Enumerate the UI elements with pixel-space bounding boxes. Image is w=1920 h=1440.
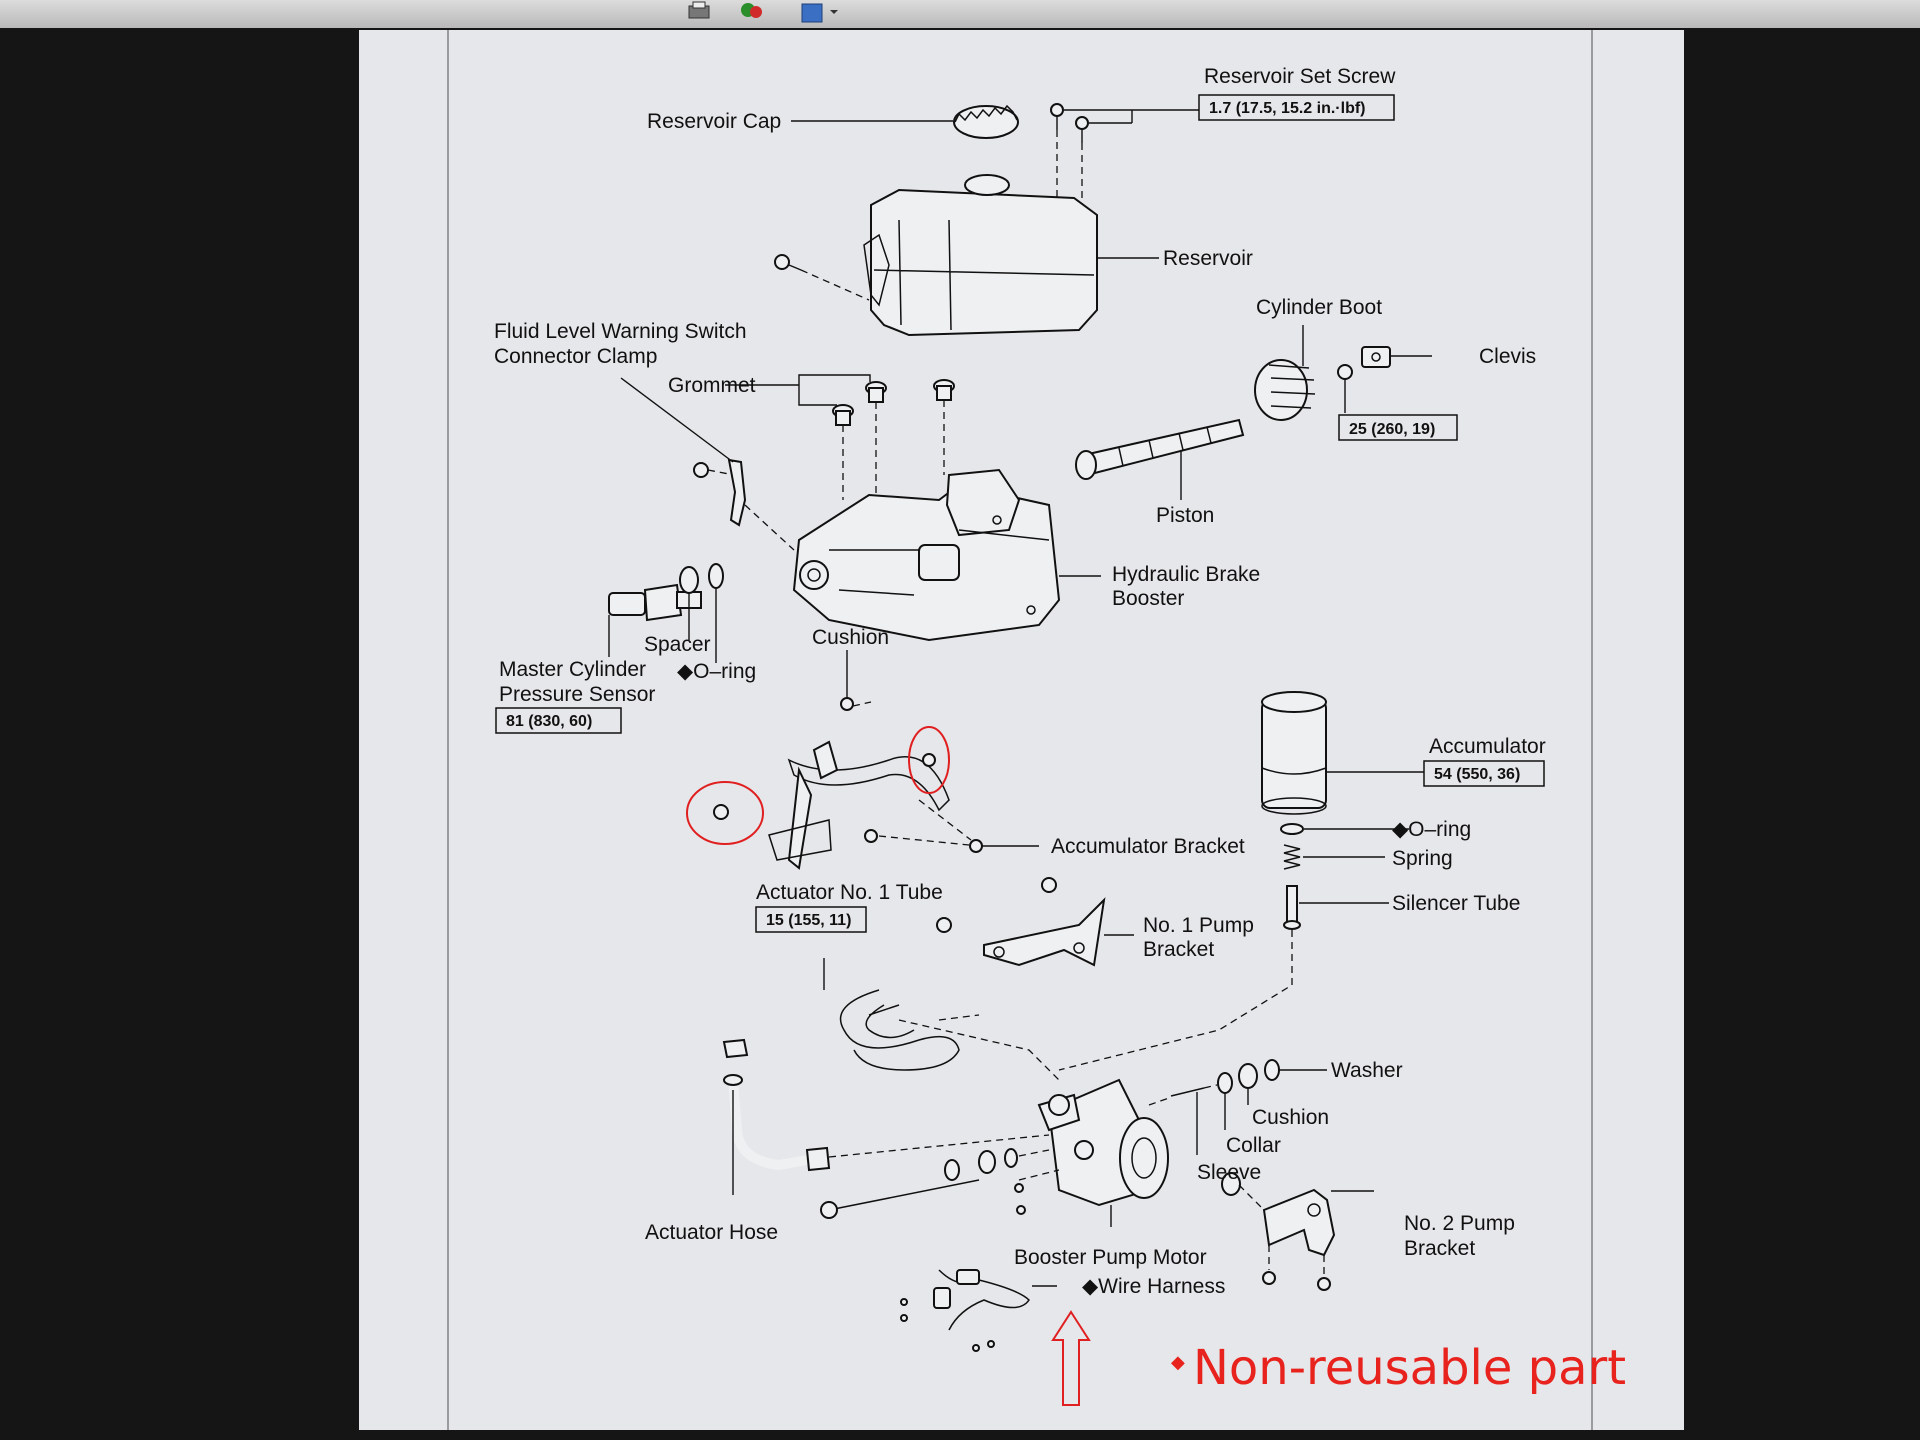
torque-box-actuator-tube (755, 906, 867, 933)
label-pump-bracket-1-2: Bracket (1143, 938, 1214, 961)
label-spring: Spring (1392, 847, 1453, 870)
highlight-circle-right (908, 726, 950, 794)
spring-drawing (1283, 844, 1301, 870)
label-reservoir-set-screw: Reservoir Set Screw (1204, 65, 1396, 88)
cushion-lower-drawing (1238, 1063, 1258, 1089)
motor-long-bolt-drawing (828, 1179, 980, 1211)
page-right-rule (1591, 30, 1593, 1430)
reservoir-set-screws-drawing (1050, 103, 1089, 143)
actuator-hose-drawing (722, 1038, 831, 1172)
o-ring-lower-drawing (1280, 823, 1304, 835)
label-pump-bracket-1-1: No. 1 Pump (1143, 914, 1254, 937)
document-page: Reservoir Set Screw 1.7 (17.5, 15.2 in.·… (359, 30, 1684, 1430)
actuator-tube-drawing (839, 989, 960, 1071)
annotation-bullet: ◆ (1171, 1352, 1185, 1373)
pump-bracket-2-drawing (1262, 1188, 1336, 1257)
label-reservoir-cap: Reservoir Cap (647, 110, 781, 133)
label-accumulator-bracket: Accumulator Bracket (1051, 835, 1245, 858)
label-hydraulic-brake-booster-1: Hydraulic Brake (1112, 563, 1260, 586)
label-pump-bracket-2-2: Bracket (1404, 1237, 1475, 1260)
save-icon[interactable] (800, 0, 838, 24)
annotation-non-reusable-part: Non-reusable part (1193, 1340, 1626, 1396)
reservoir-drawing (863, 174, 1098, 337)
label-washer: Washer (1331, 1059, 1403, 1082)
torque-reservoir-set-screw: 1.7 (17.5, 15.2 in.·lbf) (1209, 100, 1366, 117)
torque-box-accumulator (1423, 760, 1545, 787)
label-master-cylinder-1: Master Cylinder (499, 658, 646, 681)
label-cushion-upper: Cushion (812, 626, 889, 649)
viewer-toolbar (0, 0, 1920, 28)
silencer-tube-drawing (1283, 885, 1301, 930)
pressure-sensor-drawing (608, 583, 702, 622)
label-spacer: Spacer (644, 633, 711, 656)
sleeve-drawing (1170, 1087, 1205, 1097)
collar-drawing (1217, 1072, 1233, 1094)
wire-harness-drawing (900, 1269, 1030, 1352)
label-o-ring-lower: ◆O–ring (1392, 818, 1471, 841)
label-actuator-tube: Actuator No. 1 Tube (756, 881, 943, 904)
label-clevis: Clevis (1479, 345, 1536, 368)
torque-box-clevis (1338, 414, 1458, 441)
bracket-bolt-right-drawing (922, 753, 936, 767)
label-fluid-level-switch-1: Fluid Level Warning Switch (494, 320, 747, 343)
hydraulic-brake-booster-drawing (792, 468, 1061, 642)
torque-master-cylinder: 81 (830, 60) (506, 713, 592, 730)
washer-drawing (1264, 1059, 1280, 1081)
o-ring-upper-drawing (708, 563, 724, 589)
label-booster-pump-motor: Booster Pump Motor (1014, 1246, 1207, 1269)
label-actuator-hose: Actuator Hose (645, 1221, 778, 1244)
torque-clevis: 25 (260, 19) (1349, 421, 1435, 438)
page-left-rule (447, 30, 449, 1430)
label-grommet: Grommet (668, 374, 756, 397)
label-cushion-lower: Cushion (1252, 1106, 1329, 1129)
connector-clamp-drawing (693, 458, 747, 527)
spacer-drawing (679, 566, 699, 594)
highlight-circle-left (686, 781, 764, 845)
bracket-bolt-left-drawing (713, 804, 729, 820)
accumulator-drawing (1261, 691, 1327, 815)
reservoir-cap-drawing (953, 104, 1019, 139)
piston-drawing (1075, 418, 1245, 480)
label-o-ring-upper: ◆O–ring (677, 660, 756, 683)
grommets-drawing (832, 379, 955, 426)
label-sleeve: Sleeve (1197, 1161, 1261, 1184)
label-master-cylinder-2: Pressure Sensor (499, 683, 655, 706)
torque-actuator-tube: 15 (155, 11) (766, 912, 851, 929)
label-hydraulic-brake-booster-2: Booster (1112, 587, 1184, 610)
label-collar: Collar (1226, 1134, 1281, 1157)
annotation-arrow (1051, 1310, 1091, 1406)
torque-box-reservoir-set-screw (1198, 94, 1395, 121)
torque-accumulator: 54 (550, 36) (1434, 766, 1520, 783)
label-silencer-tube: Silencer Tube (1392, 892, 1520, 915)
booster-pump-motor-drawing (1037, 1078, 1169, 1207)
exploded-parts-diagram: Reservoir Set Screw 1.7 (17.5, 15.2 in.·… (494, 65, 1626, 1406)
reservoir-side-screw-drawing (774, 254, 802, 271)
label-accumulator: Accumulator (1429, 735, 1546, 758)
cylinder-boot-drawing (1254, 359, 1316, 421)
label-wire-harness: ◆Wire Harness (1082, 1275, 1225, 1298)
color-tool-icon[interactable] (738, 0, 766, 24)
label-piston: Piston (1156, 504, 1214, 527)
pump-bracket-1-drawing (983, 897, 1106, 967)
accumulator-bracket-drawing (768, 740, 950, 870)
label-fluid-level-switch-2: Connector Clamp (494, 345, 657, 368)
clevis-drawing (1361, 346, 1391, 368)
label-reservoir: Reservoir (1163, 247, 1253, 270)
print-icon[interactable] (685, 0, 713, 24)
torque-box-master-cylinder (495, 707, 622, 734)
label-cylinder-boot: Cylinder Boot (1256, 296, 1382, 319)
label-pump-bracket-2-1: No. 2 Pump (1404, 1212, 1515, 1235)
